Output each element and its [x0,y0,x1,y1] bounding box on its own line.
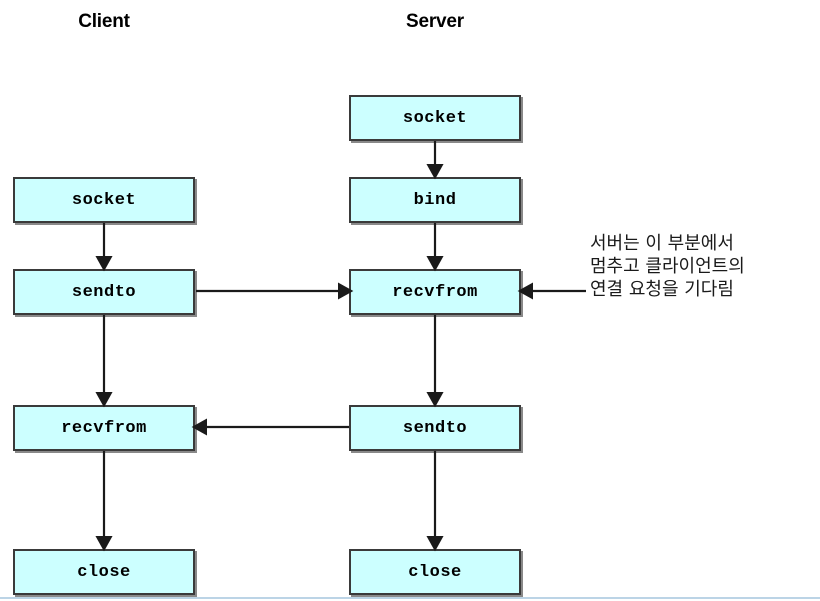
node-server-sendto[interactable]: sendto [349,405,521,451]
node-client-close[interactable]: close [13,549,195,595]
node-client-socket[interactable]: socket [13,177,195,223]
node-client-recvfrom[interactable]: recvfrom [13,405,195,451]
node-server-recvfrom[interactable]: recvfrom [349,269,521,315]
node-server-close[interactable]: close [349,549,521,595]
annotation-text: 서버는 이 부분에서 멈추고 클라이언트의 연결 요청을 기다림 [590,232,818,301]
bottom-divider [0,597,820,599]
node-server-bind[interactable]: bind [349,177,521,223]
column-heading-server: Server [406,11,464,32]
annotation-line-1: 서버는 이 부분에서 [590,233,734,254]
column-heading-client: Client [78,11,130,32]
annotation-line-3: 연결 요청을 기다림 [590,279,734,300]
node-client-sendto[interactable]: sendto [13,269,195,315]
annotation-line-2: 멈추고 클라이언트의 [590,256,745,277]
node-server-socket[interactable]: socket [349,95,521,141]
